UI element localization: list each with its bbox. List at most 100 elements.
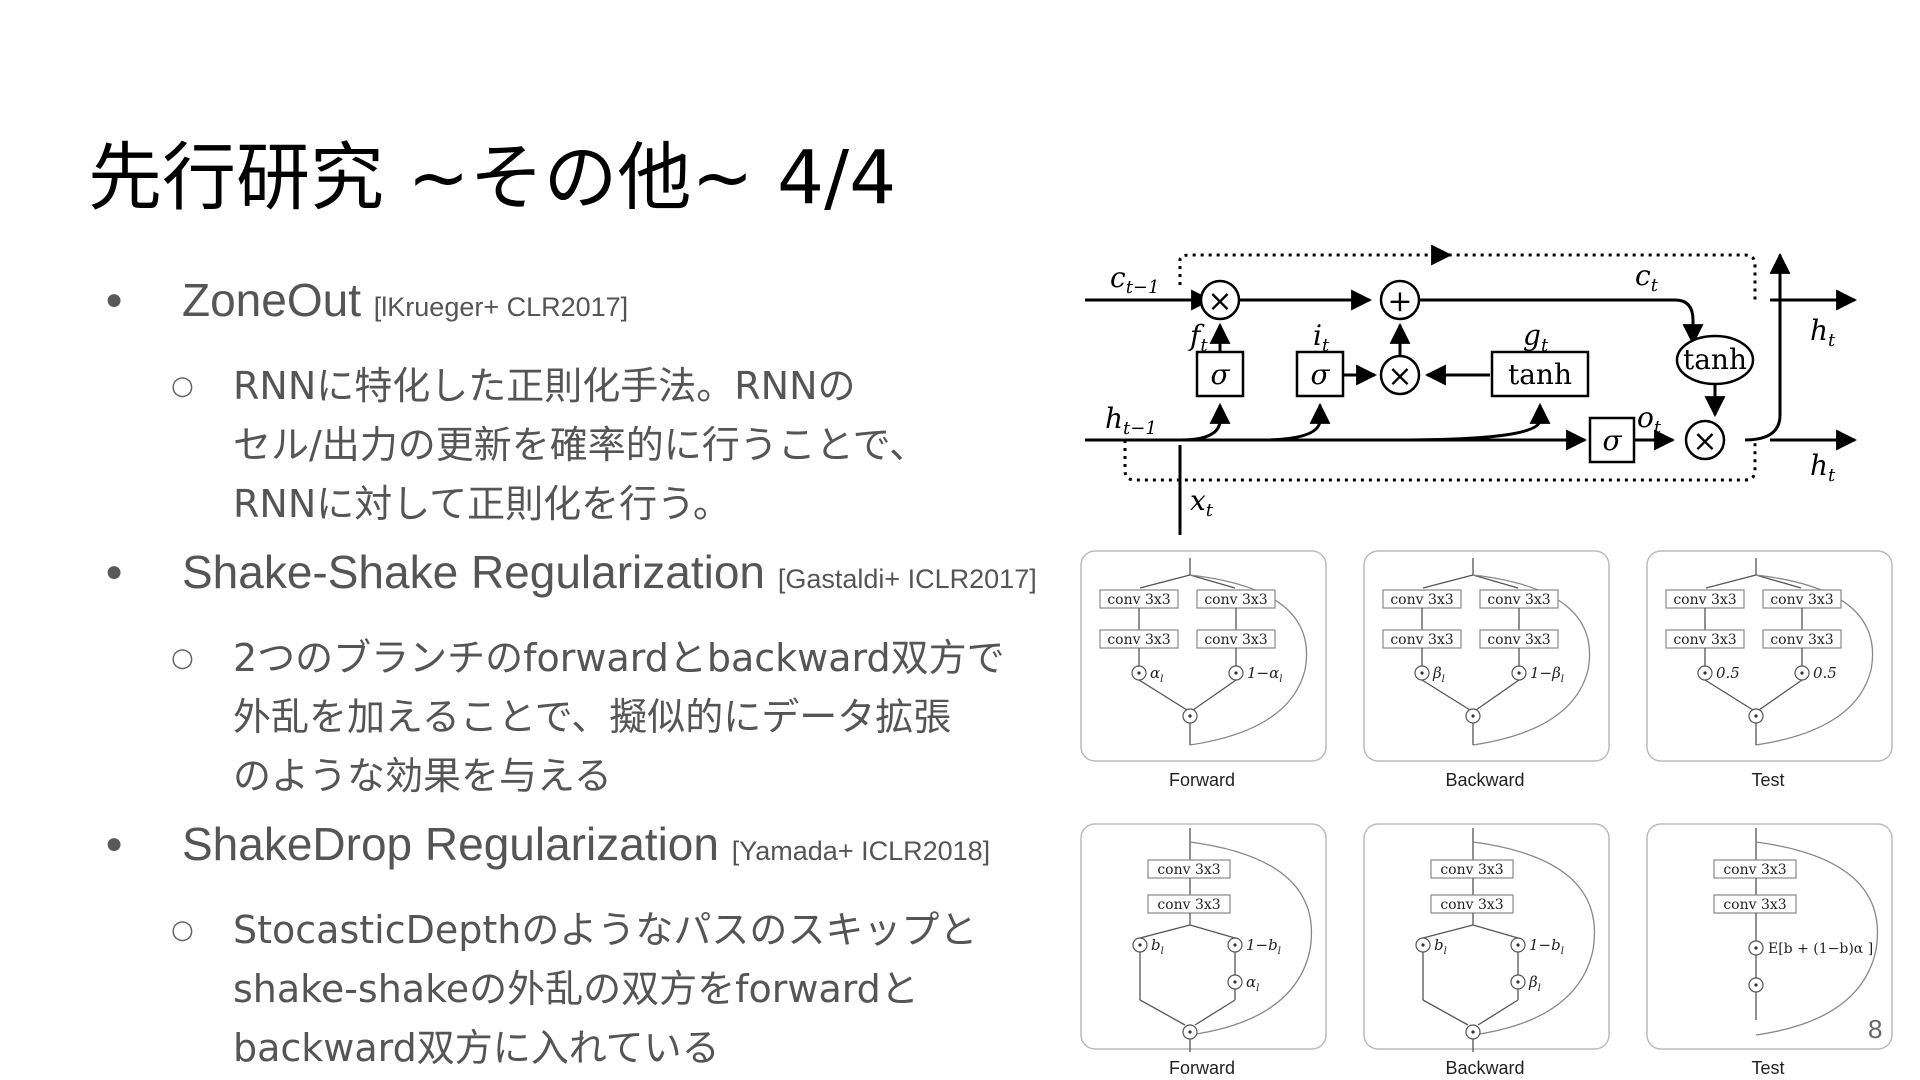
bullet-zoneout: ● ZoneOut [lKrueger+ CLR2017]	[105, 262, 1105, 345]
left-coefficient: 0.5	[1716, 664, 1740, 682]
connector	[1758, 679, 1803, 711]
bullet-dot-icon: ●	[105, 555, 124, 588]
sub-bullet-line: のような効果を与える	[233, 754, 612, 798]
f-gate-riser	[1179, 402, 1231, 442]
h-out-top-label: h	[1810, 314, 1828, 347]
connector	[1475, 679, 1520, 711]
svg-text:ct−1: ct−1	[1110, 261, 1159, 298]
conv-label: conv 3x3	[1157, 897, 1220, 913]
connector	[1422, 924, 1474, 939]
svg-text:ht−1: ht−1	[1105, 402, 1157, 439]
conv-label: conv 3x3	[1770, 632, 1833, 648]
panel-frame	[1646, 823, 1893, 1050]
i-subscript: t	[1322, 335, 1330, 356]
svg-text:gt: gt	[1523, 319, 1549, 356]
left-coefficient: αl	[1150, 664, 1163, 685]
tanh-node-label: tanh	[1683, 343, 1747, 376]
o-label: o	[1637, 401, 1654, 434]
g-label: g	[1523, 319, 1541, 352]
zoneout-lstm-diagram: × + × × σ σ σ tanh tanh ct−1 ht−1 xt ct …	[1085, 245, 1858, 535]
times-symbol: ×	[1387, 359, 1412, 394]
sub-bullet-shake-shake: ○ 2つのブランチのforwardとbackward双方で 外乱を加えることで、…	[171, 629, 1053, 806]
conv-label: conv 3x3	[1204, 592, 1267, 608]
conv-label: conv 3x3	[1673, 592, 1736, 608]
sub-bullet-line: shake-shakeの外乱の双方をforwardと	[233, 967, 919, 1011]
output-riser	[1744, 252, 1791, 442]
left-coefficient-subscript: l	[1160, 674, 1163, 685]
svg-text:ht: ht	[1810, 314, 1836, 351]
h-prev-subscript: t−1	[1123, 418, 1157, 439]
bullet-shakedrop: ● ShakeDrop Regularization [Yamada+ ICLR…	[105, 806, 1105, 889]
connector	[1704, 679, 1754, 711]
connector	[1755, 574, 1802, 589]
conv-label: conv 3x3	[1440, 862, 1503, 878]
right-coefficient: 1−βl	[1530, 664, 1564, 685]
noise-coefficient-value: β	[1528, 973, 1538, 991]
connector	[1139, 924, 1191, 939]
b-coefficient: bl	[1434, 936, 1447, 957]
bullet-shake-shake: ● Shake-Shake Regularization [Gastaldi+ …	[105, 534, 1105, 617]
i-label: i	[1313, 319, 1322, 352]
sub-bullet-line: 2つのブランチのforwardとbackward双方で	[233, 636, 1005, 680]
node-dot	[1188, 1030, 1192, 1034]
i-sigma-box	[1295, 350, 1345, 398]
conv-box	[1713, 894, 1797, 914]
f-subscript: t	[1200, 335, 1208, 356]
connector	[1705, 574, 1757, 589]
right-coefficient: 1−αl	[1247, 664, 1282, 685]
one-minus-b-coefficient: 1−bl	[1529, 936, 1564, 957]
one-minus-b-coefficient-value: 1−b	[1246, 936, 1278, 954]
node-dot	[1137, 671, 1141, 675]
bullet-list: ● ZoneOut [lKrueger+ CLR2017] ○ RNNに特化した…	[105, 262, 1105, 1078]
bullet-reference: [Yamada+ ICLR2018]	[731, 836, 991, 866]
o-sigma-box	[1588, 416, 1636, 464]
panel-frame	[1080, 823, 1327, 1050]
node-dot	[1471, 714, 1475, 718]
node-dot	[1754, 714, 1758, 718]
panel-caption: Test	[1751, 1058, 1784, 1078]
b-coefficient-value: b	[1151, 936, 1161, 954]
left-coefficient-value: 0.5	[1716, 664, 1740, 682]
h-out-top-subscript: t	[1828, 330, 1836, 351]
conv-box	[1713, 859, 1797, 879]
noise-coefficient: βl	[1528, 973, 1541, 994]
o-subscript: t	[1654, 417, 1662, 438]
c-out-subscript: t	[1651, 275, 1659, 296]
noise-coefficient-subscript: l	[1256, 983, 1259, 994]
panel-caption: Backward	[1445, 1058, 1524, 1078]
node-dot	[1703, 671, 1707, 675]
one-minus-b-coefficient: 1−bl	[1246, 936, 1281, 957]
connector	[1189, 574, 1236, 589]
panel-frame	[1363, 550, 1610, 762]
forget-multiply-node	[1199, 279, 1241, 321]
sub-bullet-circle-icon: ○	[171, 643, 194, 673]
one-minus-b-coefficient-subscript: l	[1278, 946, 1281, 957]
left-coefficient-value: α	[1150, 664, 1160, 682]
f-sigma-label: σ	[1210, 358, 1230, 391]
node-dot	[1188, 714, 1192, 718]
conv-label: conv 3x3	[1770, 592, 1833, 608]
x-label: x	[1190, 484, 1206, 517]
svg-text:it: it	[1313, 319, 1330, 356]
conv-label: conv 3x3	[1107, 632, 1170, 648]
bullet-title: Shake-Shake Regularization	[182, 546, 766, 598]
output-multiply-node	[1684, 419, 1726, 461]
slide-title: 先行研究 ~その他~ 4/4	[88, 135, 897, 221]
noise-coefficient-subscript: l	[1538, 983, 1541, 994]
connector	[1189, 924, 1236, 939]
node-dot	[1471, 1030, 1475, 1034]
panel-frame	[1363, 823, 1610, 1050]
bullet-title: ZoneOut	[182, 274, 361, 326]
connector	[1421, 679, 1471, 711]
panel-frame	[1080, 550, 1327, 762]
sub-bullet-line: 外乱を加えることで、擬似的にデータ拡張	[233, 695, 952, 739]
c-prev-subscript: t−1	[1126, 277, 1160, 298]
skip-connection	[1472, 841, 1595, 1036]
svg-text:ot: ot	[1637, 401, 1662, 438]
node-dot	[1421, 943, 1425, 947]
node-dot	[1800, 671, 1804, 675]
node-dot	[1138, 943, 1142, 947]
